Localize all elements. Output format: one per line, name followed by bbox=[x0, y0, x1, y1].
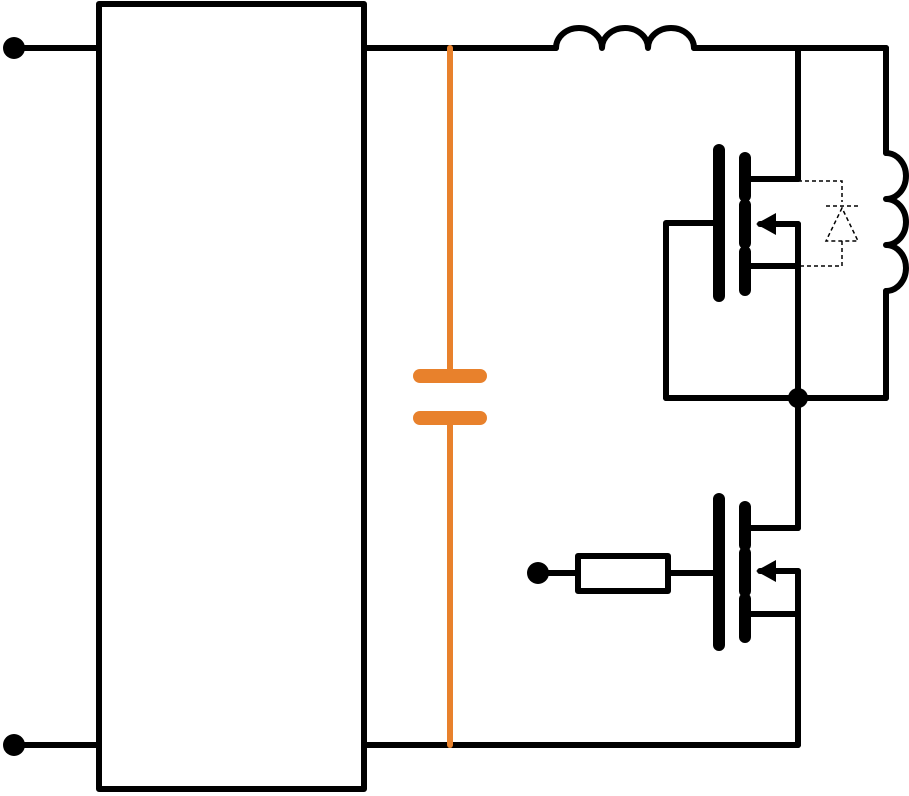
body-diode-bottom-lead bbox=[798, 241, 843, 267]
mid-node-junction bbox=[788, 388, 808, 408]
upper-gate-loop bbox=[663, 220, 721, 401]
input-terminal-top bbox=[3, 37, 25, 59]
gate-terminal bbox=[527, 562, 549, 584]
lower-mosfet-arrow bbox=[756, 560, 776, 582]
input-terminal-bottom bbox=[3, 734, 25, 756]
body-diode-top-lead bbox=[798, 180, 843, 202]
shunt-inductor bbox=[883, 150, 909, 294]
series-inductor bbox=[553, 25, 697, 51]
upper-mosfet-arrow bbox=[756, 213, 776, 235]
gate-resistor bbox=[575, 553, 671, 594]
body-diode-icon bbox=[824, 206, 860, 242]
input-block bbox=[96, 1, 367, 792]
